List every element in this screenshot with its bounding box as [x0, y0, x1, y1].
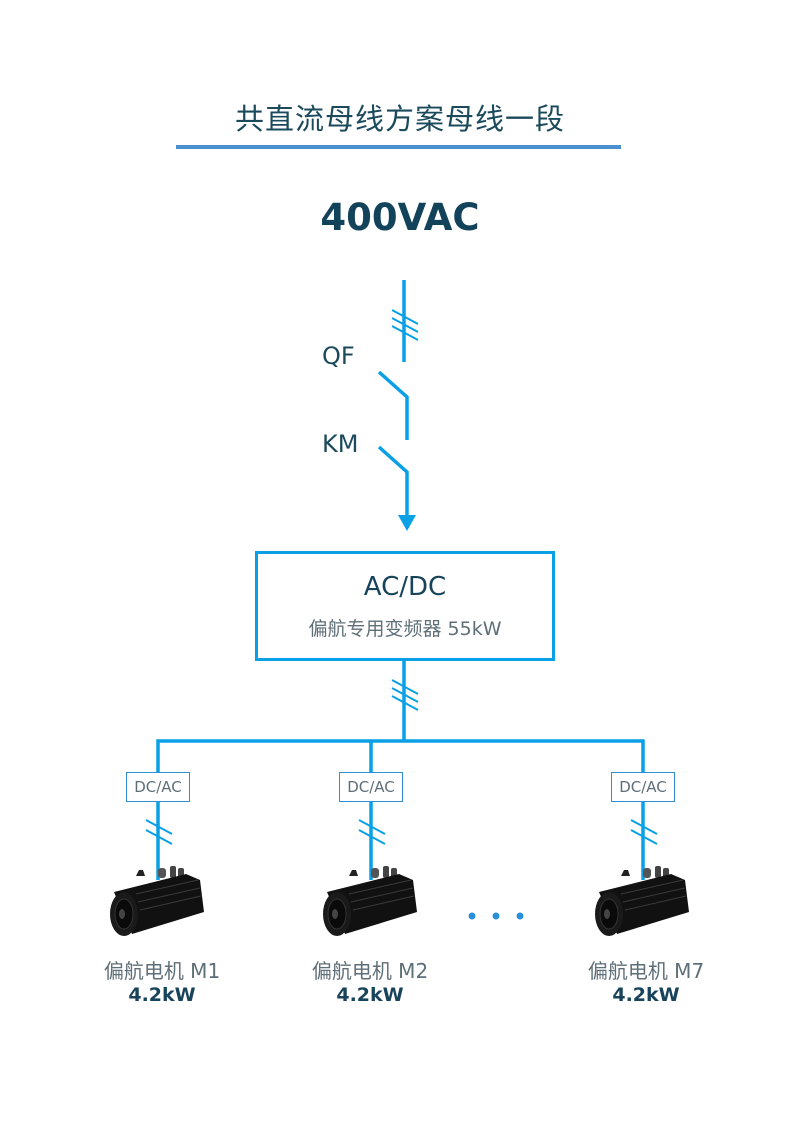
motor-m7-name: 偏航电机 M7	[587, 959, 705, 983]
breaker-qf-symbol	[377, 370, 409, 440]
motor-m1-power: 4.2kW	[128, 984, 196, 1006]
rectifier-description: 偏航专用变频器 55kW	[308, 618, 502, 640]
three-phase-marker-icon	[391, 309, 419, 341]
dc-bus	[156, 739, 645, 772]
contactor-label: KM	[322, 430, 359, 458]
motor-m2-power: 4.2kW	[336, 984, 404, 1006]
breaker-label: QF	[322, 342, 355, 370]
three-phase-marker-icon	[391, 679, 419, 711]
page-title: 共直流母线方案母线一段	[234, 102, 565, 136]
title-underline	[176, 145, 621, 149]
ellipsis-icon	[468, 912, 524, 920]
rectifier-type: AC/DC	[363, 572, 447, 602]
inverter-box-m7: DC/AC	[611, 772, 675, 802]
motor-m2-name: 偏航电机 M2	[311, 959, 429, 983]
two-phase-marker-icon	[145, 819, 658, 845]
arrow-down-icon	[398, 515, 416, 531]
motor-feeders	[156, 802, 645, 880]
inverter-box-m2: DC/AC	[339, 772, 403, 802]
contactor-km-symbol	[377, 445, 409, 518]
inverter-box-m1: DC/AC	[126, 772, 190, 802]
rectifier-box: AC/DC 偏航专用变频器 55kW	[255, 551, 555, 661]
supply-voltage: 400VAC	[320, 196, 480, 239]
motor-m1-name: 偏航电机 M1	[103, 959, 221, 983]
motor-m7-power: 4.2kW	[612, 984, 680, 1006]
